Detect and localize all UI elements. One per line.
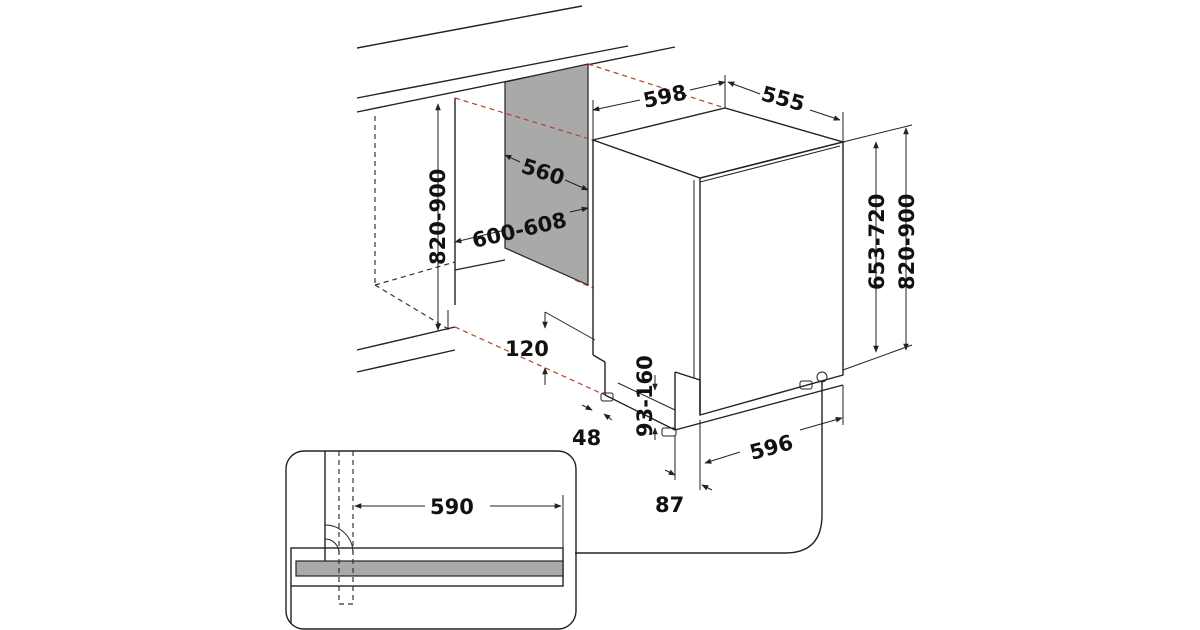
appliance-total-height-label: 820-900 — [895, 194, 919, 290]
niche-height-label: 820-900 — [426, 169, 450, 265]
appliance-width-bottom-label: 596 — [747, 430, 796, 465]
door-offset-label: 87 — [655, 493, 684, 517]
inset-width-label: 590 — [430, 495, 474, 519]
plinth-height-label: 120 — [505, 337, 549, 361]
appliance-depth-label: 555 — [759, 82, 808, 117]
inset-panel — [295, 560, 564, 577]
foot-offset-label: 48 — [572, 426, 601, 450]
dishwasher — [590, 107, 846, 437]
detail-callout-connector — [575, 382, 823, 554]
dimension-lines — [435, 75, 913, 491]
detail-inset: 590 — [285, 450, 577, 630]
plinth-range-label: 93-160 — [633, 355, 657, 437]
red-guide-lines — [454, 63, 726, 396]
appliance-width-top-label: 598 — [641, 80, 689, 113]
appliance-body-height-label: 653-720 — [865, 194, 889, 290]
